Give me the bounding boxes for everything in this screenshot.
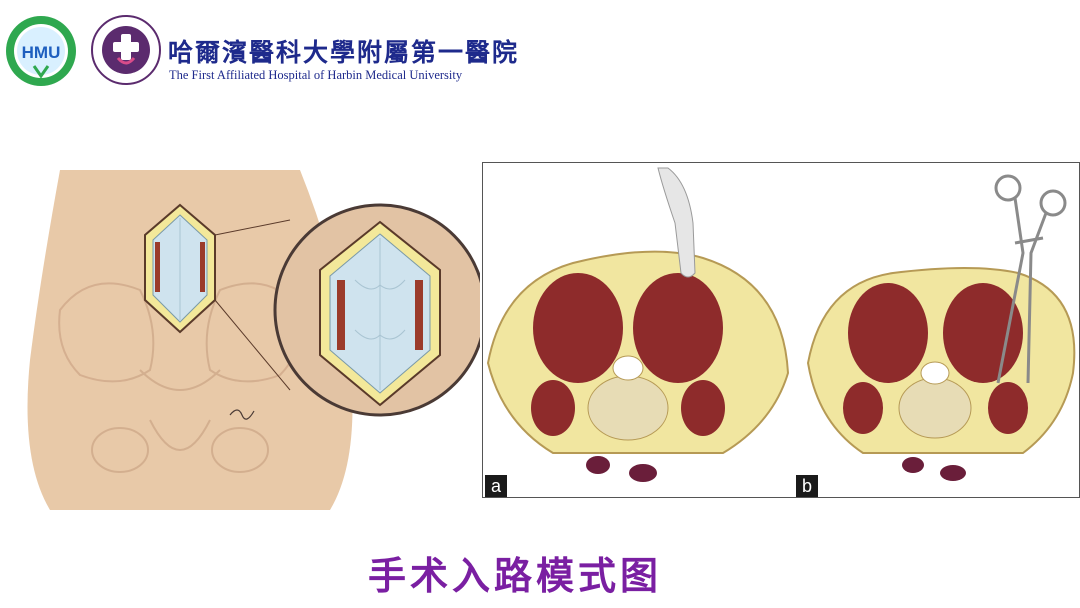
hospital-seal-logo: [91, 15, 161, 85]
header: HMU 哈爾濱醫科大學附屬第一醫院 The First Affiliated H…: [0, 0, 1080, 95]
panel-b-section: [806, 174, 1076, 481]
axial-sections-svg: [486, 167, 1076, 482]
axial-section-figure: a b: [482, 162, 1080, 498]
panel-label-b: b: [796, 475, 818, 497]
hmu-logo: HMU: [6, 16, 76, 86]
hospital-name-en: The First Affiliated Hospital of Harbin …: [169, 68, 463, 82]
panel-a-section: [486, 167, 790, 482]
panel-label-a: a: [485, 475, 507, 497]
hospital-name-cn: 哈爾濱醫科大學附屬第一醫院: [168, 38, 520, 67]
figure-caption: 手术入路模式图: [367, 553, 662, 598]
posterior-approach-illustration: [27, 170, 480, 510]
hmu-logo-text: HMU: [22, 43, 61, 62]
